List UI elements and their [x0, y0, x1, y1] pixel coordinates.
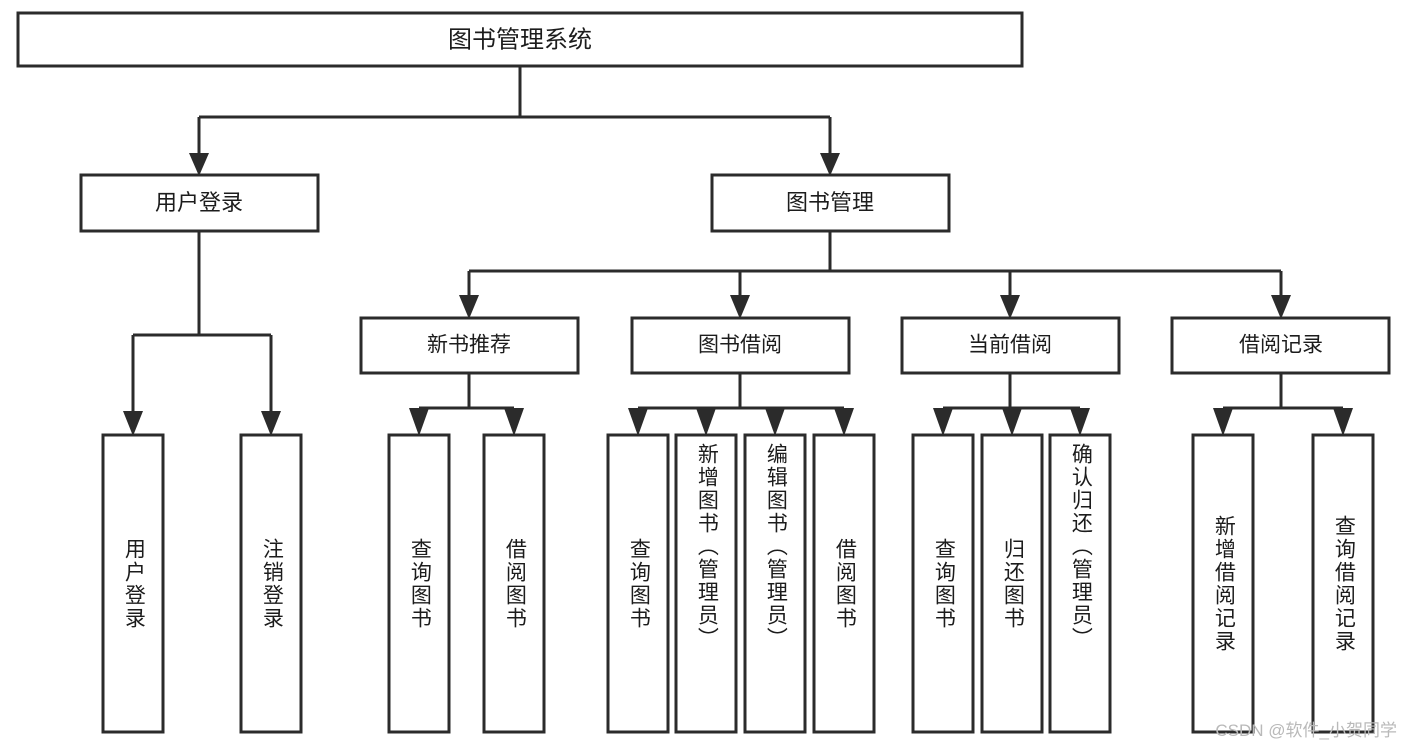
node-borrow-record-box[interactable]	[1170, 316, 1391, 375]
leaf-box-edit-book[interactable]	[743, 433, 807, 734]
leaf-box-user-login[interactable]	[101, 433, 165, 734]
node-book-manage[interactable]: 图书管理	[710, 173, 951, 233]
leaf-box-borrow-book-2[interactable]	[812, 433, 876, 734]
arrowhead-leaf-add-record	[1213, 408, 1233, 436]
node-new-book-recommend-label: 新书推荐	[427, 334, 511, 357]
leaf-box-return-book[interactable]	[980, 433, 1044, 734]
node-book-manage-label: 图书管理	[786, 190, 874, 215]
node-current-borrow-label: 当前借阅	[968, 334, 1052, 357]
leaf-box-borrow-book-1[interactable]	[482, 433, 546, 734]
leaf-box-logout-login[interactable]	[239, 433, 303, 734]
arrowhead-current-borrow	[1000, 295, 1020, 319]
node-user-login[interactable]: 用户登录	[79, 173, 320, 233]
leaf-box-query-record[interactable]	[1311, 433, 1375, 734]
leaf-box-query-book-3[interactable]	[911, 433, 975, 734]
leaf-box-query-book-1[interactable]	[387, 433, 451, 734]
node-current-borrow[interactable]: 当前借阅	[900, 316, 1121, 375]
arrowhead-leaf-edit-book	[765, 408, 785, 436]
node-root-box[interactable]	[16, 11, 1024, 68]
arrowhead-leaf-query-book-1	[409, 408, 429, 436]
arrowhead-new-book-recommend	[459, 295, 479, 319]
node-book-manage-box[interactable]	[710, 173, 951, 233]
node-new-book-recommend[interactable]: 新书推荐	[359, 316, 580, 375]
arrowhead-leaf-query-book-2	[628, 408, 648, 436]
arrowhead-leaf-query-record	[1333, 408, 1353, 436]
arrowhead-leaf-return-book	[1002, 408, 1022, 436]
leaf-box-add-record[interactable]	[1191, 433, 1255, 734]
node-book-borrow[interactable]: 图书借阅	[630, 316, 851, 375]
node-book-borrow-box[interactable]	[630, 316, 851, 375]
leaf-box-add-book[interactable]	[674, 433, 738, 734]
csdn-watermark: CSDN @软件_小贺同学	[1215, 721, 1397, 740]
leaf-box-confirm-return[interactable]	[1048, 433, 1112, 734]
arrowhead-borrow-record	[1271, 295, 1291, 319]
leaf-box-layer	[101, 433, 1375, 734]
arrowhead-user-login	[189, 153, 209, 176]
node-new-book-recommend-box[interactable]	[359, 316, 580, 375]
node-current-borrow-box[interactable]	[900, 316, 1121, 375]
node-root-label: 图书管理系统	[448, 26, 592, 53]
node-user-login-label: 用户登录	[155, 190, 243, 215]
node-user-login-box[interactable]	[79, 173, 320, 233]
arrowhead-leaf-query-book-3	[933, 408, 953, 436]
node-borrow-record-label: 借阅记录	[1239, 334, 1323, 357]
arrowhead-leaf-logout-login	[261, 411, 281, 436]
leaf-box-query-book-2[interactable]	[606, 433, 670, 734]
arrowhead-leaf-confirm-return	[1070, 408, 1090, 436]
node-book-borrow-label: 图书借阅	[698, 334, 782, 357]
arrowhead-book-borrow	[730, 295, 750, 319]
arrowhead-leaf-borrow-book-1	[504, 408, 524, 436]
arrowhead-leaf-user-login	[123, 411, 143, 436]
arrowhead-leaf-borrow-book-2	[834, 408, 854, 436]
arrowhead-leaf-add-book	[696, 408, 716, 436]
node-borrow-record[interactable]: 借阅记录	[1170, 316, 1391, 375]
arrowhead-book-manage	[820, 153, 840, 176]
node-root[interactable]: 图书管理系统	[16, 11, 1024, 68]
connector-layer	[123, 66, 1353, 436]
